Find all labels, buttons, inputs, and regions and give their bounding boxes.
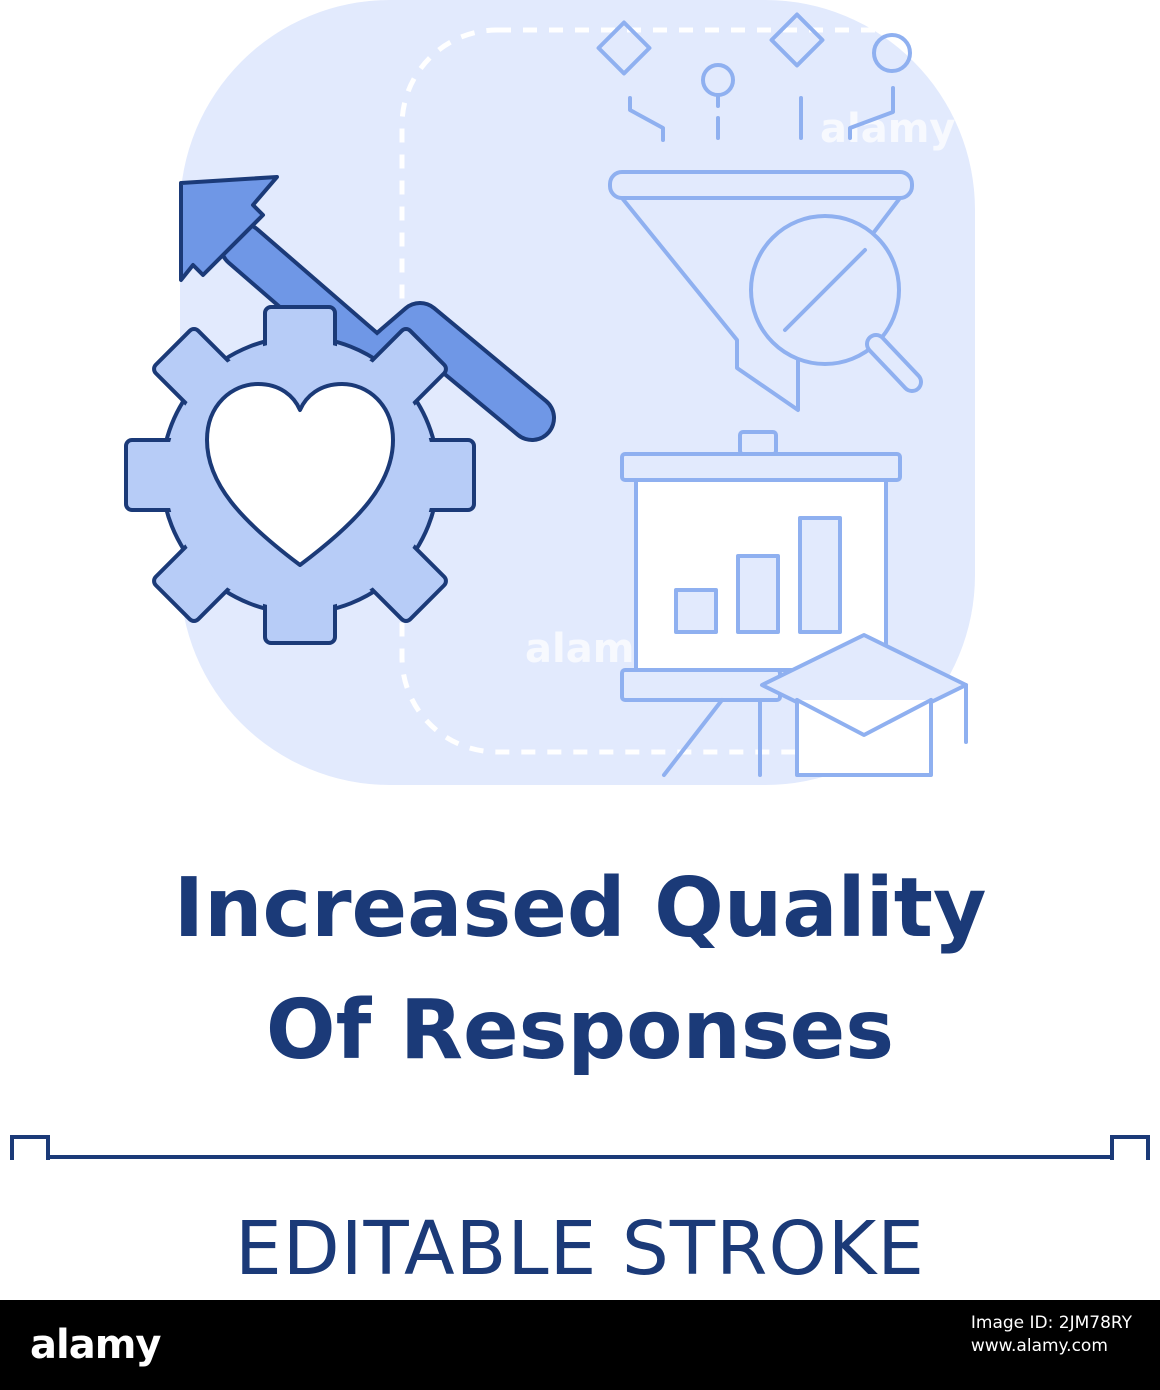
footer-info: Image ID: 2JM78RY www.alamy.com [971,1312,1132,1358]
left-handle [10,1135,50,1160]
gear-heart-icon [124,305,476,645]
image-id: Image ID: 2JM78RY [970,1313,1132,1333]
stroke-divider [10,1135,1150,1160]
editable-stroke-caption: EDITABLE STROKE [234,1206,926,1292]
presentation-board-icon [620,430,902,777]
data-particles-icon [596,12,912,142]
right-handle [1110,1135,1150,1160]
title-line-1: Increased Quality [173,861,987,956]
brand-logo: alamy [30,1322,161,1368]
illustration: alamy alamy [10,0,1150,1160]
site-url: www.alamy.com [970,1336,1108,1356]
magnifier-icon [749,214,923,393]
funnel-icon [608,170,914,412]
graduation-cap-icon [760,633,968,777]
footer-bar: alamy Image ID: 2JM78RY www.alamy.com [0,1300,1160,1390]
title-line-2: Of Responses [265,983,895,1078]
